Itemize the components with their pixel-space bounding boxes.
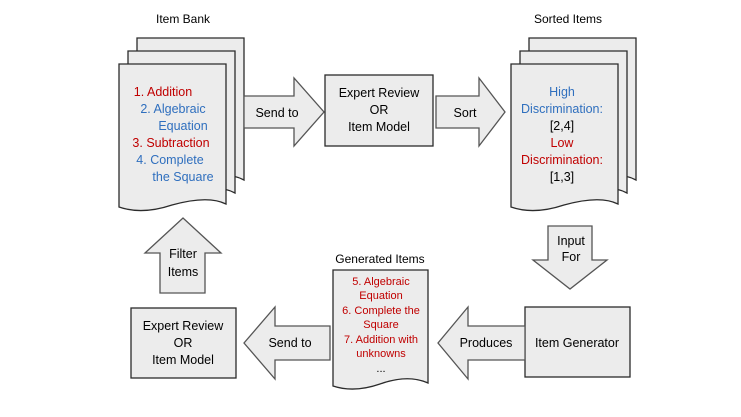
expert-review-top-line-1: Expert Review (339, 86, 421, 100)
high-value: [2,4] (550, 119, 574, 133)
low-value: [1,3] (550, 170, 574, 184)
expert-review-box-top: Expert Review OR Item Model (324, 74, 434, 147)
high-label-1: High (549, 85, 575, 99)
produces-label: Produces (460, 336, 513, 350)
item-bank-item-1: 1. Addition (134, 85, 192, 99)
expert-review-bottom-line-2: OR (174, 336, 193, 350)
expert-review-top-line-2: OR (370, 103, 389, 117)
filter-items-arrow: Filter Items (143, 217, 223, 294)
item-generator-label: Item Generator (535, 336, 619, 350)
expert-review-box-bottom: Expert Review OR Item Model (130, 307, 237, 379)
generated-line-2: Equation (359, 290, 402, 302)
doc-sheet-front (510, 63, 619, 212)
filter-items-label-1: Filter (169, 247, 197, 261)
input-for-arrow: Input For (531, 225, 609, 290)
item-bank-title: Item Bank (156, 12, 211, 26)
generated-items-title: Generated Items (335, 252, 424, 266)
item-bank-item-2-cont: Equation (158, 119, 207, 133)
item-bank-stack: Item Bank 1. Addition 2. Algebraic Equat… (118, 12, 245, 212)
item-bank-item-4-cont: the Square (152, 170, 213, 184)
expert-review-top-line-3: Item Model (348, 120, 410, 134)
high-label-2: Discrimination: (521, 102, 603, 116)
item-bank-item-3: 3. Subtraction (132, 136, 209, 150)
generated-line-1: 5. Algebraic (352, 276, 410, 288)
sort-label: Sort (454, 106, 477, 120)
generated-line-5: 7. Addition with (344, 334, 418, 346)
doc-sheet-front (118, 63, 227, 212)
generated-line-3: 6. Complete the (342, 305, 420, 317)
send-to-arrow-top: Send to (243, 76, 325, 148)
generated-line-4: Square (363, 319, 398, 331)
filter-items-label-2: Items (168, 265, 199, 279)
generated-line-6: unknowns (356, 348, 406, 360)
generated-items-doc: Generated Items 5. Algebraic Equation 6.… (332, 252, 429, 390)
item-generator-box: Item Generator (524, 306, 631, 378)
generated-line-7: ... (376, 363, 385, 375)
item-bank-item-4: 4. Complete (136, 153, 203, 167)
sort-arrow: Sort (435, 76, 506, 148)
input-for-label-1: Input (557, 234, 585, 248)
produces-arrow: Produces (437, 305, 526, 381)
send-to-label-top: Send to (255, 106, 298, 120)
low-label-2: Discrimination: (521, 153, 603, 167)
input-for-label-2: For (562, 250, 581, 264)
send-to-label-bottom: Send to (268, 336, 311, 350)
send-to-arrow-bottom: Send to (243, 305, 331, 381)
expert-review-bottom-line-3: Item Model (152, 353, 214, 367)
sorted-items-title: Sorted Items (534, 12, 602, 26)
expert-review-bottom-line-1: Expert Review (143, 319, 225, 333)
item-bank-item-2: 2. Algebraic (140, 102, 205, 116)
low-label-1: Low (551, 136, 575, 150)
sorted-items-stack: Sorted Items High Discrimination: [2,4] … (510, 12, 637, 212)
doc-sheet (332, 269, 429, 390)
